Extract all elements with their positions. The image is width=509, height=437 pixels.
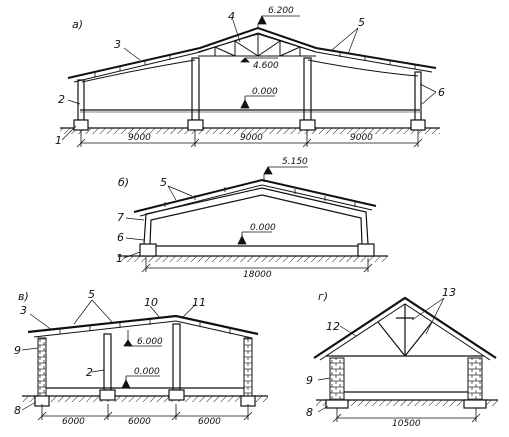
callout-a-1: 1 [55, 134, 62, 147]
section-a [60, 15, 440, 148]
labels-v: в) 6.000 0.000 6000 6000 6000 2 3 5 8 9 … [14, 288, 221, 427]
wall-left-v [37, 337, 47, 397]
callout-a-5: 5 [358, 16, 365, 29]
panel-letter-a: а) [72, 18, 83, 31]
level-marks-b [237, 166, 308, 245]
level-marks-v [121, 330, 162, 389]
callout-v-11: 11 [192, 296, 206, 309]
callout-b-5: 5 [160, 176, 167, 189]
floor-mark-a: 0.000 [252, 87, 278, 97]
span-a-1: 9000 [128, 133, 151, 143]
span-v-3: 6000 [198, 417, 221, 427]
callout-v-5: 5 [88, 288, 95, 301]
callout-b-1: 1 [116, 252, 123, 265]
section-v [21, 299, 268, 421]
panel-letter-b: б) [118, 176, 129, 189]
wall-left-g [329, 357, 345, 403]
section-b [118, 166, 388, 273]
span-a-2: 9000 [240, 133, 263, 143]
callout-g-13: 13 [442, 286, 456, 299]
labels-b: б) 5.150 0.000 18000 1 5 6 7 [116, 157, 308, 280]
callout-v-10: 10 [144, 296, 158, 309]
callout-v-2: 2 [86, 366, 93, 379]
ridge-mark-v: 6.000 [137, 337, 163, 347]
span-v-2: 6000 [128, 417, 151, 427]
callout-v-3: 3 [20, 304, 27, 317]
floor-mark-b: 0.000 [250, 223, 276, 233]
ground-hatch-g [316, 400, 498, 406]
truss-mark-a: 4.600 [253, 61, 279, 71]
frame-b [143, 187, 369, 245]
callout-b-7: 7 [117, 211, 124, 224]
ground-hatch-a [60, 128, 440, 134]
level-marks-a [240, 15, 300, 109]
span-g: 10500 [392, 419, 421, 429]
labels-g: г) 10500 8 9 12 13 [306, 286, 456, 429]
truss-a [197, 33, 317, 57]
callout-a-2: 2 [58, 93, 65, 106]
columns-a [77, 57, 422, 121]
roof-g [313, 296, 497, 359]
callout-b-6: 6 [117, 231, 124, 244]
callout-a-3: 3 [114, 38, 121, 51]
span-a-3: 9000 [350, 133, 373, 143]
wall-right-g [467, 357, 483, 403]
span-v-1: 6000 [62, 417, 85, 427]
wall-right-v [243, 337, 253, 397]
ground-hatch-v [22, 396, 268, 402]
callout-a-6: 6 [438, 86, 445, 99]
callout-g-12: 12 [326, 320, 340, 333]
roof-v [27, 314, 259, 336]
section-g [313, 296, 498, 423]
span-b: 18000 [243, 270, 272, 280]
truss-g [326, 304, 484, 357]
leaders-a [61, 19, 437, 141]
panel-letter-v: в) [18, 290, 29, 303]
roof-b [133, 178, 377, 213]
panel-letter-g: г) [318, 290, 328, 303]
leaders-b [123, 185, 193, 259]
ground-hatch-b [118, 256, 388, 262]
ridge-mark-a: 6.200 [268, 6, 294, 16]
foundations-b [139, 243, 375, 257]
callout-v-8: 8 [14, 404, 21, 417]
columns-v [103, 323, 181, 391]
callout-g-9: 9 [306, 374, 313, 387]
floor-mark-v: 0.000 [134, 367, 160, 377]
ridge-mark-b: 5.150 [282, 157, 308, 167]
labels-a: а) 6.200 4.600 0.000 9000 9000 9000 1 2 … [55, 6, 445, 147]
callout-a-4: 4 [228, 10, 235, 23]
callout-v-9: 9 [14, 344, 21, 357]
leaders-v [21, 299, 197, 411]
leaders-g [317, 297, 445, 413]
callout-g-8: 8 [306, 406, 313, 419]
